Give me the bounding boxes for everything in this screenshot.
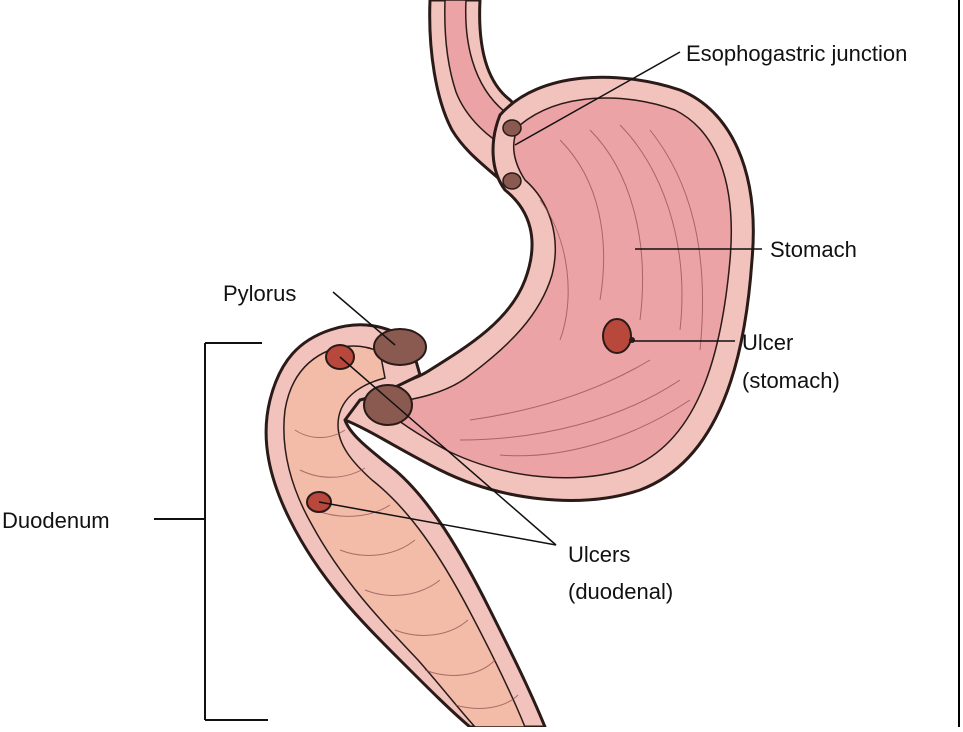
stomach-lumen [380,98,731,478]
ulcers-duodenal-label-line2: (duodenal) [568,578,673,605]
duodenum-label: Duodenum [2,507,110,534]
right-edge-rule [958,0,960,727]
stomach-label: Stomach [770,236,857,263]
stomach-ulcer [603,319,631,353]
pylorus-label: Pylorus [223,280,296,307]
ulcer-stomach-label-line1: Ulcer [742,329,793,356]
esophageal-nodule-upper [503,120,521,136]
esophagastric-junction-label: Esophogastric junction [686,40,907,67]
duodenum-bracket [154,343,268,720]
esophageal-nodule-lower [503,173,521,189]
ulcers-duodenal-label-line1: Ulcers [568,541,630,568]
ulcer-stomach-label-line2: (stomach) [742,367,840,394]
stomach-ulcer-dot [629,337,635,343]
pylorus-lower [364,385,412,425]
